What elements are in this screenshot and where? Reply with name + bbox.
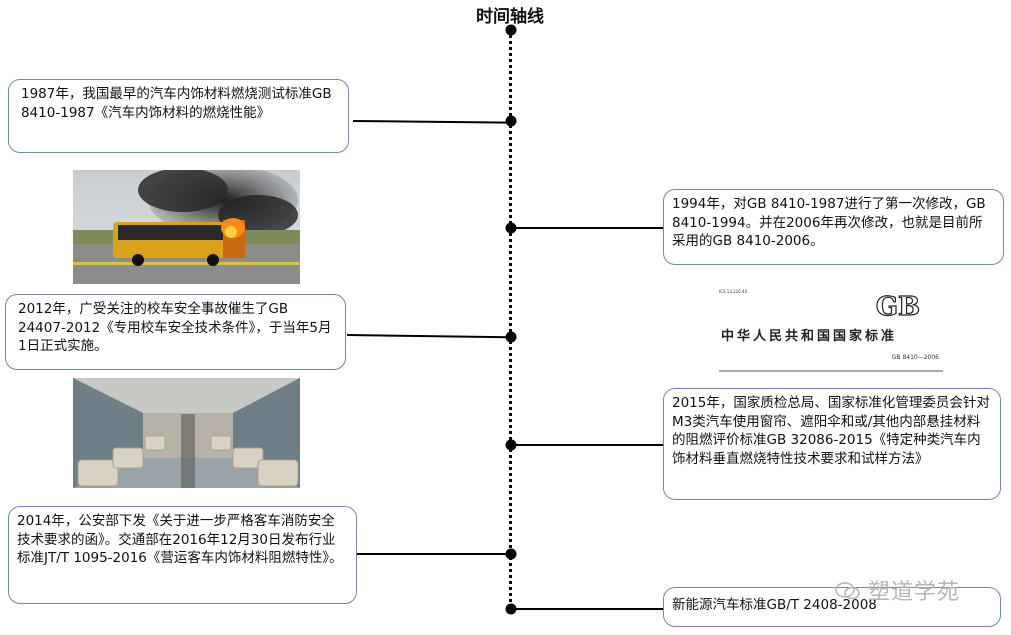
event-box-2015: 2015年，国家质检总局、国家标准化管理委员会针对M3类汽车使用窗帘、遮阳伞和或… bbox=[663, 388, 1001, 500]
timeline-title: 时间轴线 bbox=[476, 7, 544, 27]
connector-2015 bbox=[511, 444, 663, 446]
event-box-1994: 1994年，对GB 8410-1987进行了第一次修改，GB 8410-1994… bbox=[663, 189, 1004, 265]
wechat-icon bbox=[835, 581, 861, 605]
event-box-2014: 2014年，公安部下发《关于进一步严格客车消防安全技术要求的函》。交通部在201… bbox=[8, 506, 357, 604]
connector-1987 bbox=[352, 120, 512, 124]
timeline-node-1987 bbox=[505, 115, 517, 127]
bus-interior-photo bbox=[73, 378, 300, 488]
connector-nev bbox=[511, 608, 663, 610]
timeline-node-top bbox=[505, 24, 517, 36]
connector-2012 bbox=[346, 334, 511, 339]
timeline-node-2012 bbox=[505, 331, 517, 343]
gb-logo: GB bbox=[876, 292, 920, 322]
gb-meta: ICS 13.220.40 bbox=[719, 289, 748, 294]
event-box-nev: 新能源汽车标准GB/T 2408-2008 bbox=[663, 587, 1001, 627]
gb-heading: 中华人民共和国国家标准 bbox=[721, 328, 897, 344]
event-box-2012: 2012年，广受关注的校车安全事故催生了GB 24407-2012《专用校车安全… bbox=[5, 294, 346, 370]
timeline-node-2014 bbox=[505, 548, 517, 560]
connector-1994 bbox=[511, 227, 663, 229]
timeline-axis bbox=[509, 28, 512, 610]
watermark-text: 塑道学苑 bbox=[868, 580, 961, 605]
gb-code: GB 8410—2006 bbox=[892, 354, 939, 361]
connector-2014 bbox=[357, 553, 511, 555]
gb-standard-cover: ICS 13.220.40 GB 中华人民共和国国家标准 GB 8410—200… bbox=[715, 285, 947, 375]
burning-bus-photo bbox=[73, 170, 300, 284]
event-box-1987: 1987年，我国最早的汽车内饰材料燃烧测试标准GB 8410-1987《汽车内饰… bbox=[8, 79, 349, 153]
